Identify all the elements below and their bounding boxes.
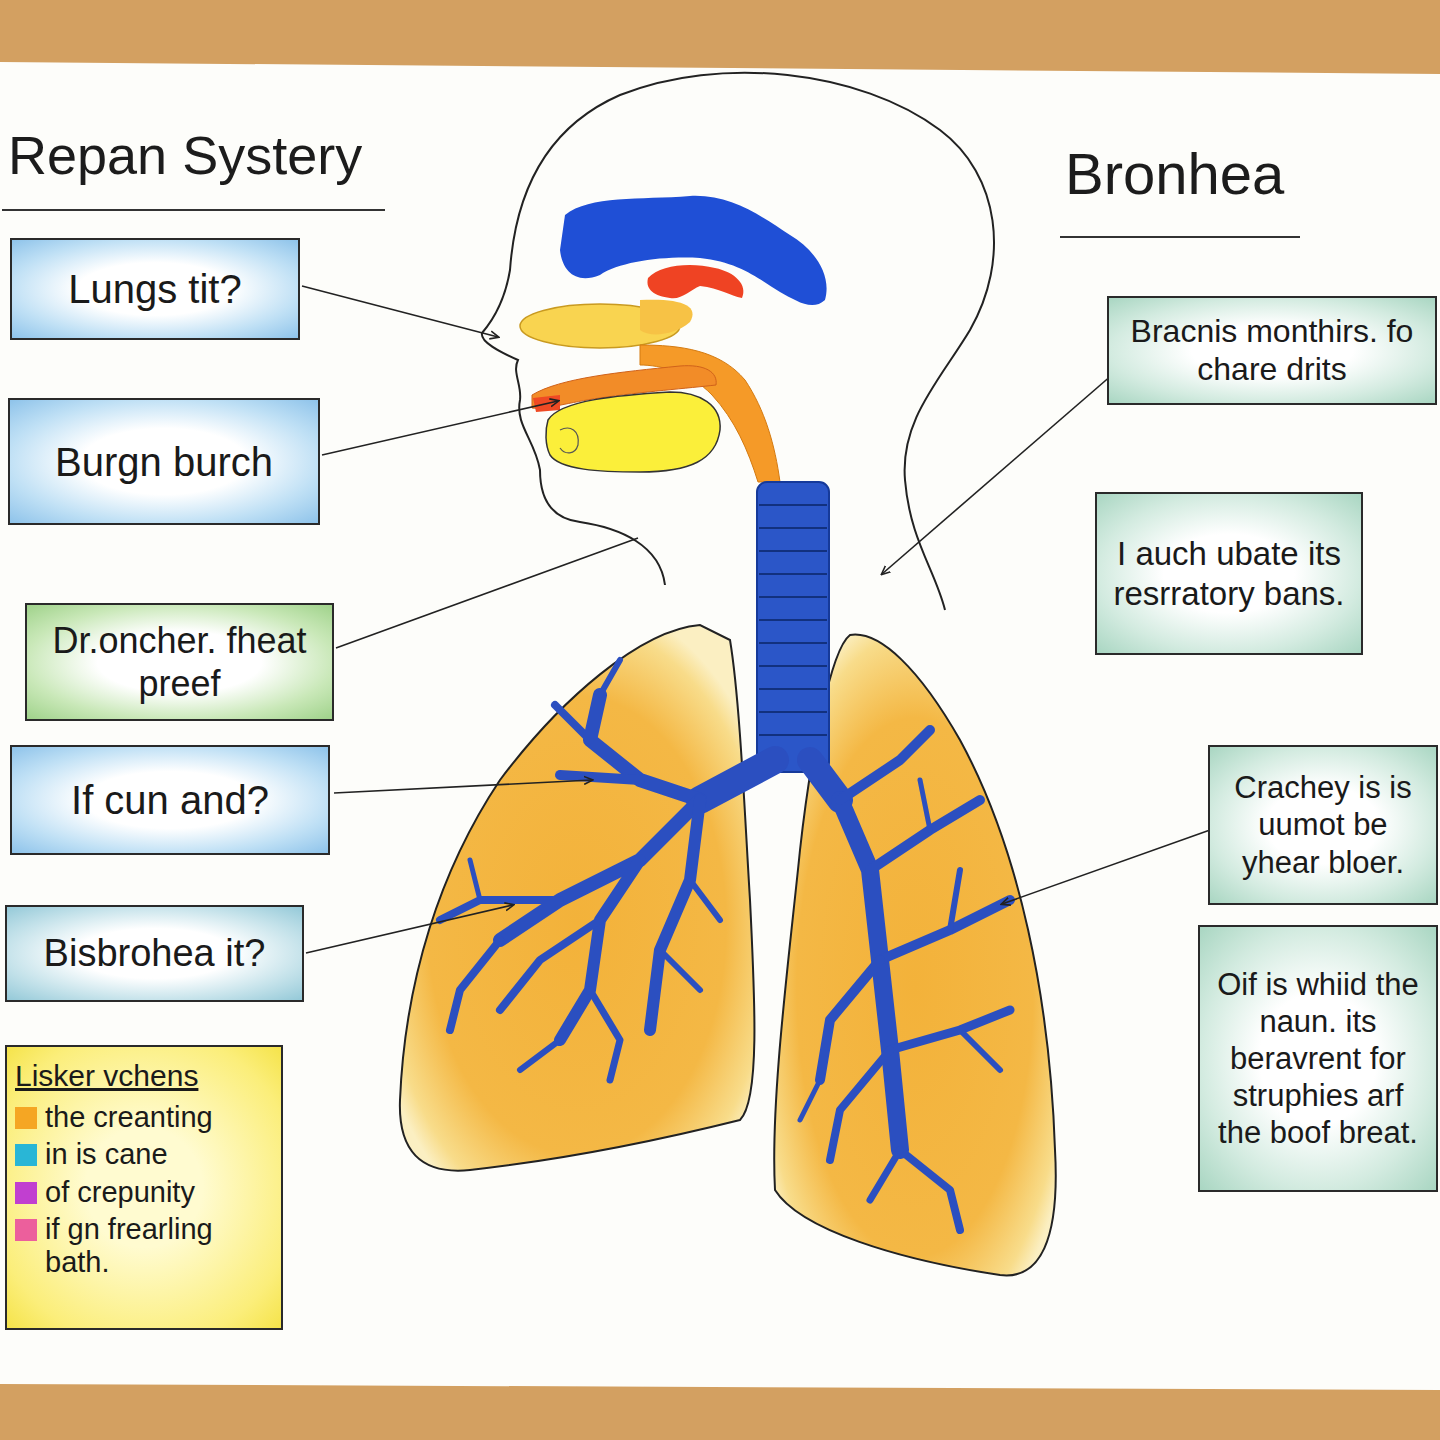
head-outline (482, 73, 994, 610)
nasal-cavity (560, 196, 827, 305)
section-heading: Bronhea (1065, 140, 1284, 207)
legend-panel: Lisker vchens the creanting in is cane of c… (5, 1045, 283, 1330)
legend-heading: Lisker vchens (15, 1059, 269, 1093)
legend-row: if gn frearling bath. (15, 1213, 269, 1280)
box-text: Lungs tit? (28, 265, 282, 313)
soft-palate (640, 300, 693, 335)
paper (0, 62, 1440, 1390)
trachea-rings (759, 505, 827, 735)
turbinate (647, 265, 743, 298)
title-underline (2, 209, 385, 211)
legend-text: of crepunity (45, 1176, 195, 1209)
label-box: Crachey is is uumot be yhear bloer. (1208, 745, 1438, 905)
leader-lines (302, 286, 1210, 953)
left-lung (400, 625, 755, 1171)
jaw-detail (560, 428, 578, 453)
poster-title: Repan Systery (8, 124, 362, 186)
legend-swatch (15, 1107, 37, 1129)
box-text: Bisbrohea it? (23, 931, 286, 977)
bronchial-tree (440, 660, 1010, 1230)
legend-text: in is cane (45, 1138, 168, 1171)
legend-row: in is cane (15, 1138, 269, 1171)
label-box: I auch ubate its resrratory bans. (1095, 492, 1363, 655)
label-box: Bisbrohea it? (5, 905, 304, 1002)
box-text: Oif is whiid the naun. its beravrent for… (1216, 966, 1420, 1152)
box-text: If cun and? (28, 776, 312, 824)
legend-swatch (15, 1182, 37, 1204)
jaw (546, 392, 720, 472)
legend-swatch (15, 1144, 37, 1166)
box-text: Burgn burch (26, 438, 302, 486)
label-box: Dr.oncher. fheat preef (25, 603, 334, 721)
box-text: Bracnis monthirs. fo chare drits (1125, 312, 1419, 389)
box-text: Dr.oncher. fheat preef (43, 619, 316, 705)
legend-row: of crepunity (15, 1176, 269, 1209)
legend-text: the creanting (45, 1101, 213, 1134)
label-box: Lungs tit? (10, 238, 300, 340)
label-box: If cun and? (10, 745, 330, 855)
legend-text: if gn frearling bath. (45, 1213, 269, 1280)
trachea (757, 482, 829, 772)
heading-underline (1060, 236, 1300, 238)
label-box: Bracnis monthirs. fo chare drits (1107, 296, 1437, 405)
box-text: I auch ubate its resrratory bans. (1113, 534, 1345, 613)
legend-swatch (15, 1219, 37, 1241)
box-text: Crachey is is uumot be yhear bloer. (1226, 769, 1420, 881)
legend-row: the creanting (15, 1101, 269, 1134)
label-box: Oif is whiid the naun. its beravrent for… (1198, 925, 1438, 1192)
label-box: Burgn burch (8, 398, 320, 525)
